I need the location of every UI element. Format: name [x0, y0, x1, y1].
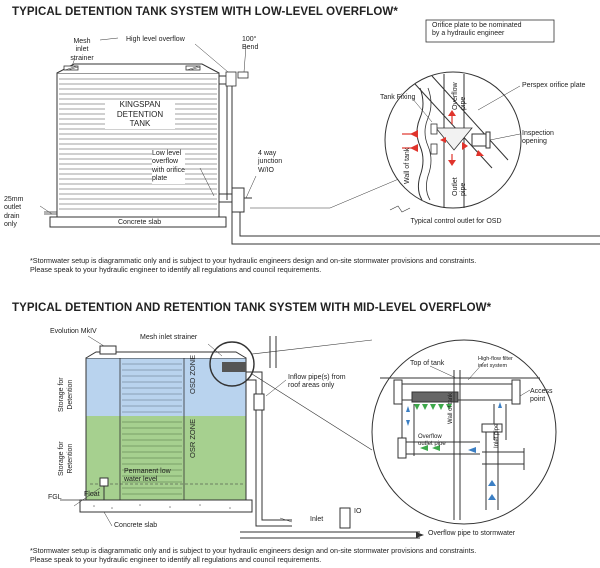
overflow-stormwater-label: Overflow pipe to stormwater [428, 530, 516, 537]
bend-label: 100° Bend [242, 36, 259, 52]
float [99, 477, 109, 487]
inspection-opening [471, 133, 487, 147]
tank-name-label: KINGSPAN DETENTION TANK [105, 100, 175, 129]
detention-diagram [39, 19, 600, 245]
inlet-pipe-label: Inlet pipe [494, 423, 500, 448]
strainer-callout [209, 341, 255, 387]
outlet-pipe-label: Outlet pipe [452, 177, 467, 196]
evolution-label: Evolution MkIV [50, 328, 97, 335]
tank-corrugations [59, 78, 217, 210]
perspex-label: Perspex orifice plate [522, 82, 586, 89]
detail-caption: Typical control outlet for OSD [410, 218, 502, 225]
inspection-opening-label: Inspection opening [522, 130, 554, 146]
overflow-outlet-label: Overflow outlet pipe [418, 434, 446, 447]
access-point-label: Access point [530, 388, 553, 404]
inflow-label: Inflow pipe(s) from roof areas only [288, 374, 346, 390]
concrete-slab [49, 216, 227, 228]
tank-fixing-label: Tank Fixing [380, 94, 416, 101]
inlet-label: Inlet [310, 516, 324, 523]
detention-zone [86, 358, 246, 416]
osr-zone-label: OSR ZONE [188, 418, 197, 458]
wall-of-tank2-label: Wall of tank [448, 392, 454, 424]
high-flow-filter [411, 391, 459, 403]
io-box [339, 507, 351, 529]
concrete-slab-label: Concrete slab [118, 219, 162, 226]
fgl-label: FGL [48, 494, 62, 501]
high-flow-filter-label: High-flow filter inlet system [478, 356, 513, 369]
detention-tank [56, 72, 220, 218]
low-level-overflow-label: Low level overflow with orifice plate [152, 150, 186, 184]
filter-detail [371, 339, 557, 525]
mesh-strainer2-label: Mesh inlet strainer [140, 334, 198, 341]
retention-diagram [60, 335, 557, 539]
concrete-slab2-label: Concrete slab [114, 522, 158, 529]
section1-title: TYPICAL DETENTION TANK SYSTEM WITH LOW-L… [12, 6, 398, 18]
osd-zone-label: OSD ZONE [188, 354, 197, 394]
overflow-pipe-label: Overflow pipe [452, 82, 467, 110]
high-overflow-pipe [219, 75, 233, 200]
outlet-drain-label: 25mm outlet drain only [4, 196, 24, 229]
top-of-tank-label: Top of tank [410, 360, 445, 367]
tank-wall-detail [416, 87, 424, 201]
slab2 [79, 499, 253, 513]
high-level-overflow-label: High level overflow [126, 36, 185, 43]
four-way-junction-label: 4 way junction W/IO [258, 150, 283, 174]
storage-detention-label: Storage for Detention [58, 377, 74, 412]
section2-title: TYPICAL DETENTION AND RETENTION TANK SYS… [12, 302, 492, 314]
float-label: Float [84, 491, 100, 498]
section2-footnote: *Stormwater setup is diagrammatic only a… [30, 546, 477, 564]
flow-arrows [410, 110, 484, 166]
mesh-strainer-label: Mesh inlet strainer [70, 38, 94, 62]
storage-retention-label: Storage for Retention [58, 441, 74, 476]
io-label: IO [354, 508, 362, 515]
four-way-junction [231, 187, 245, 213]
wall-of-tank-label: Wall of tank [404, 147, 411, 184]
evolution-pump [99, 345, 117, 355]
section1-footnote: *Stormwater setup is diagrammatic only a… [30, 256, 477, 274]
orifice-note: Orifice plate to be nominated by a hydra… [432, 22, 522, 38]
permanent-low-label: Permanent low water level [124, 468, 171, 484]
